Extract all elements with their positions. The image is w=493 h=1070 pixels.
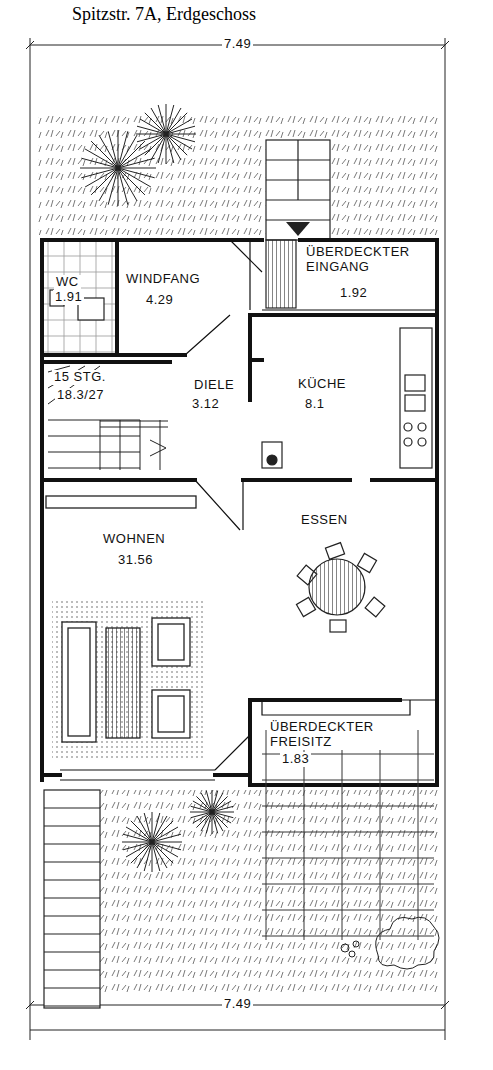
terrace-tiles	[262, 730, 434, 940]
dimension: 7.49	[222, 997, 253, 1012]
tree-symbol	[80, 130, 156, 206]
entrance-steps	[266, 140, 330, 308]
stair-note: 18.3/27	[55, 388, 106, 403]
dimension: 7.49	[222, 37, 253, 52]
room-name: WINDFANG	[124, 272, 202, 287]
dimension-lines	[26, 38, 449, 1040]
tree-symbol	[190, 790, 234, 834]
stair-rung	[44, 1005, 100, 1006]
room-area: 8.1	[303, 397, 327, 412]
room-name: KÜCHE	[296, 377, 348, 392]
room-name: ÜBERDECKTER EINGANG	[304, 245, 428, 275]
sofa-set	[46, 496, 196, 742]
room-name: WC	[54, 275, 81, 290]
stair-rung	[44, 807, 100, 808]
stair-rung	[44, 915, 100, 916]
walls	[42, 240, 437, 785]
room-area: 1.92	[338, 286, 369, 301]
stair-rung	[44, 933, 100, 934]
trees	[80, 104, 234, 872]
dining-set	[296, 543, 384, 632]
stair-rung	[44, 969, 100, 970]
tree-symbol	[136, 104, 196, 164]
stair-rung	[44, 879, 100, 880]
stair-rung	[44, 897, 100, 898]
stair-note: 15 STG.	[52, 370, 108, 385]
stair-rung	[44, 843, 100, 844]
stair-rung	[44, 825, 100, 826]
plan-title: Spitzstr. 7A, Erdgeschoss	[72, 4, 256, 25]
stair-rung	[44, 951, 100, 952]
wc-tiles	[44, 242, 116, 354]
bush	[341, 917, 439, 969]
tree-symbol	[122, 812, 182, 872]
room-name: ÜBERDECKTER FREISITZ	[268, 720, 412, 750]
room-area: 3.12	[190, 397, 221, 412]
stair-rung	[44, 987, 100, 988]
windows-doors	[60, 240, 437, 780]
stair-rung	[44, 861, 100, 862]
exterior-stairs	[44, 790, 100, 1008]
room-name: DIELE	[192, 378, 236, 393]
wc-fixtures	[50, 290, 104, 320]
rug	[52, 598, 204, 760]
room-area: 31.56	[116, 553, 155, 568]
kitchen-fittings	[262, 328, 432, 468]
stairs	[48, 366, 168, 470]
room-area: 1.83	[280, 752, 311, 767]
room-name: ESSEN	[299, 513, 350, 528]
room-area: 4.29	[144, 293, 175, 308]
room-area: 1.91	[53, 290, 84, 305]
room-name: WOHNEN	[101, 532, 167, 547]
entrance-arrow	[286, 222, 310, 236]
garden	[38, 110, 438, 235]
